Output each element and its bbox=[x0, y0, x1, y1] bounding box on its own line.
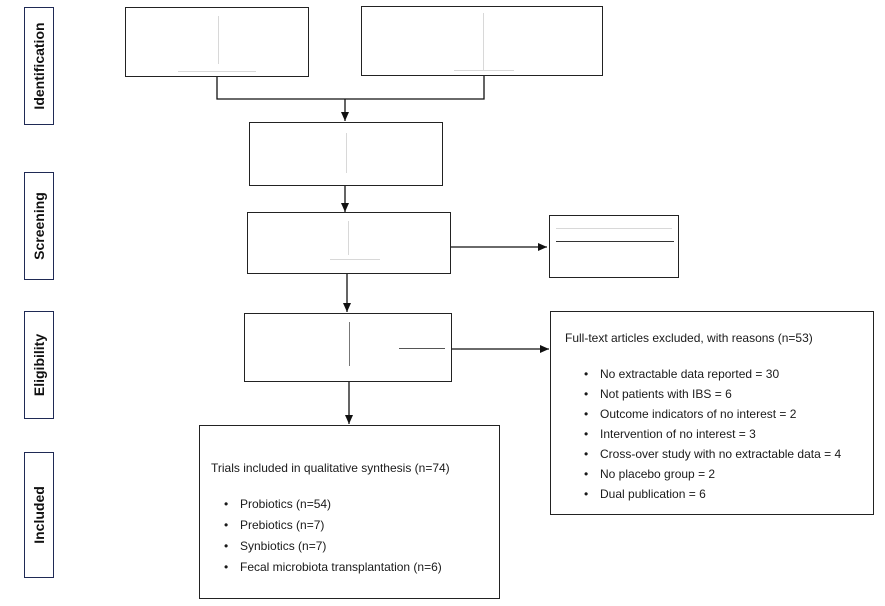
included-trial-category: Prebiotics (n=7) bbox=[219, 515, 442, 536]
records-after-duplicates-box bbox=[249, 122, 443, 186]
records-excluded-box bbox=[549, 215, 679, 278]
redacted-mark bbox=[483, 13, 484, 71]
included-trials-heading: Trials included in qualitative synthesis… bbox=[211, 461, 450, 475]
included-trials-box: Trials included in qualitative synthesis… bbox=[199, 425, 500, 599]
phase-eligibility-label: Eligibility bbox=[31, 333, 47, 397]
database-search-box bbox=[125, 7, 309, 77]
included-trial-category: Probiotics (n=54) bbox=[219, 494, 442, 515]
records-screened-box bbox=[247, 212, 451, 274]
exclusion-reasons-list: No extractable data reported = 30 Not pa… bbox=[579, 364, 841, 504]
fulltext-assessed-box bbox=[244, 313, 452, 382]
redacted-mark bbox=[330, 259, 380, 260]
phase-eligibility: Eligibility bbox=[24, 311, 54, 419]
redacted-mark bbox=[346, 133, 347, 173]
fulltext-excluded-heading: Full-text articles excluded, with reason… bbox=[565, 331, 813, 345]
redacted-mark bbox=[178, 71, 256, 72]
exclusion-reason: Outcome indicators of no interest = 2 bbox=[579, 404, 841, 424]
redacted-mark bbox=[348, 221, 349, 255]
phase-screening: Screening bbox=[24, 172, 54, 280]
exclusion-reason: Cross-over study with no extractable dat… bbox=[579, 444, 841, 464]
exclusion-reason: Not patients with IBS = 6 bbox=[579, 384, 841, 404]
exclusion-reason: Dual publication = 6 bbox=[579, 484, 841, 504]
redacted-mark bbox=[454, 70, 514, 71]
included-trials-list: Probiotics (n=54) Prebiotics (n=7) Synbi… bbox=[219, 494, 442, 578]
phase-identification-label: Identification bbox=[31, 22, 47, 110]
included-trial-category: Fecal microbiota transplantation (n=6) bbox=[219, 557, 442, 578]
fulltext-excluded-box: Full-text articles excluded, with reason… bbox=[550, 311, 874, 515]
exclusion-reason: Intervention of no interest = 3 bbox=[579, 424, 841, 444]
exclusion-reason: No placebo group = 2 bbox=[579, 464, 841, 484]
phase-identification: Identification bbox=[24, 7, 54, 125]
redacted-mark bbox=[556, 228, 672, 229]
other-sources-box bbox=[361, 6, 603, 76]
phase-screening-label: Screening bbox=[31, 192, 47, 260]
included-trial-category: Synbiotics (n=7) bbox=[219, 536, 442, 557]
phase-included: Included bbox=[24, 452, 54, 578]
merge-connector bbox=[216, 76, 485, 100]
exclusion-reason: No extractable data reported = 30 bbox=[579, 364, 841, 384]
redacted-mark bbox=[218, 16, 219, 64]
phase-included-label: Included bbox=[31, 486, 47, 544]
redacted-mark bbox=[399, 348, 445, 349]
redacted-mark bbox=[349, 322, 350, 366]
redacted-mark bbox=[556, 241, 674, 242]
